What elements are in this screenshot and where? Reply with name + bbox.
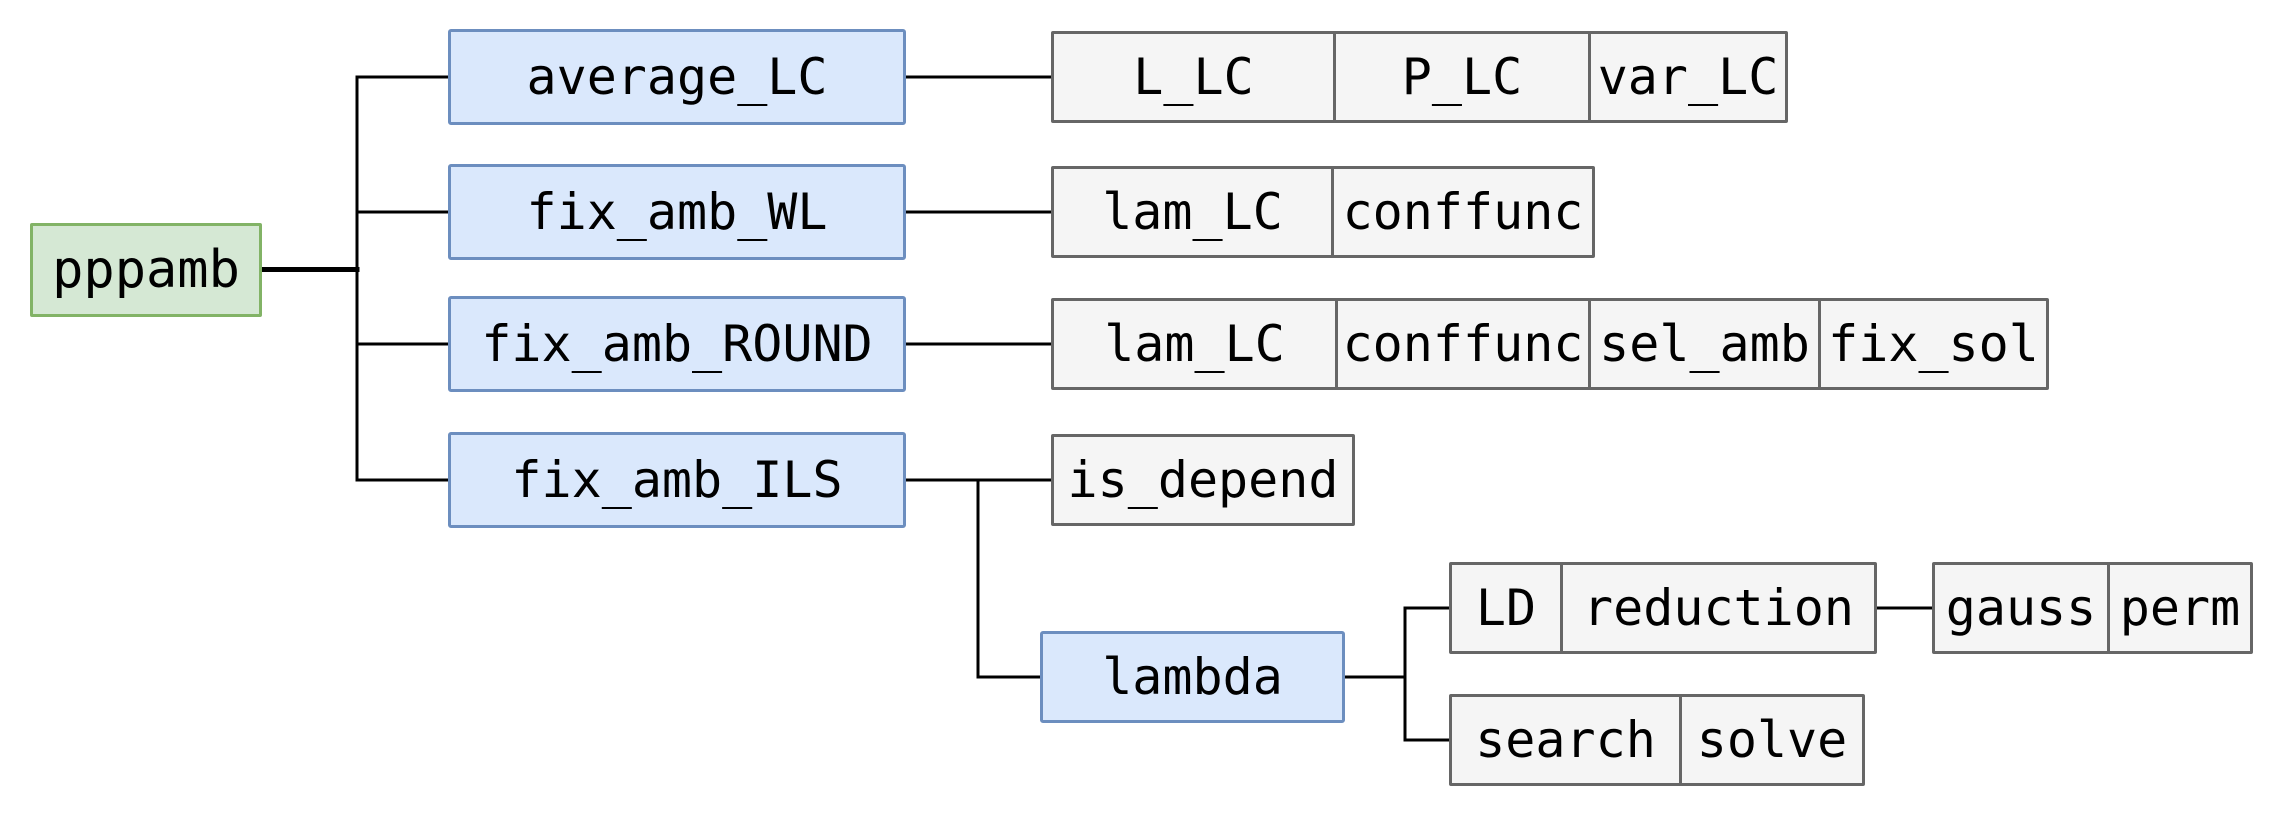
cell-search: search <box>1449 694 1682 786</box>
cell-var-lc: var_LC <box>1588 31 1788 123</box>
node-average-lc: average_LC <box>448 29 906 125</box>
cell-l-lc: L_LC <box>1051 31 1336 123</box>
cell-conffunc: conffunc <box>1335 298 1591 390</box>
row-fix-amb-wl-calls: lam_LC conffunc <box>1051 166 1595 258</box>
row-gauss-perm: gauss perm <box>1932 562 2253 654</box>
row-average-lc-calls: L_LC P_LC var_LC <box>1051 31 1788 123</box>
node-fix-amb-ils: fix_amb_ILS <box>448 432 906 528</box>
cell-conffunc: conffunc <box>1331 166 1595 258</box>
node-pppamb: pppamb <box>30 223 262 317</box>
cell-fix-sol: fix_sol <box>1818 298 2049 390</box>
cell-p-lc: P_LC <box>1333 31 1591 123</box>
node-fix-amb-wl: fix_amb_WL <box>448 164 906 260</box>
row-fix-amb-round-calls: lam_LC conffunc sel_amb fix_sol <box>1051 298 2049 390</box>
cell-gauss: gauss <box>1932 562 2110 654</box>
node-fix-amb-round: fix_amb_ROUND <box>448 296 906 392</box>
cell-sel-amb: sel_amb <box>1588 298 1821 390</box>
connector-ils-lambda <box>976 478 1042 679</box>
cell-is-depend: is_depend <box>1051 434 1355 526</box>
cell-lam-lc: lam_LC <box>1051 298 1338 390</box>
cell-ld: LD <box>1449 562 1563 654</box>
row-fix-amb-ils-calls: is_depend <box>1051 434 1355 526</box>
cell-reduction: reduction <box>1560 562 1877 654</box>
node-lambda: lambda <box>1040 631 1345 723</box>
cell-solve: solve <box>1679 694 1865 786</box>
row-lambda-ld-reduction: LD reduction <box>1449 562 1877 654</box>
row-search-solve: search solve <box>1449 694 1865 786</box>
cell-perm: perm <box>2107 562 2253 654</box>
cell-lam-lc: lam_LC <box>1051 166 1334 258</box>
